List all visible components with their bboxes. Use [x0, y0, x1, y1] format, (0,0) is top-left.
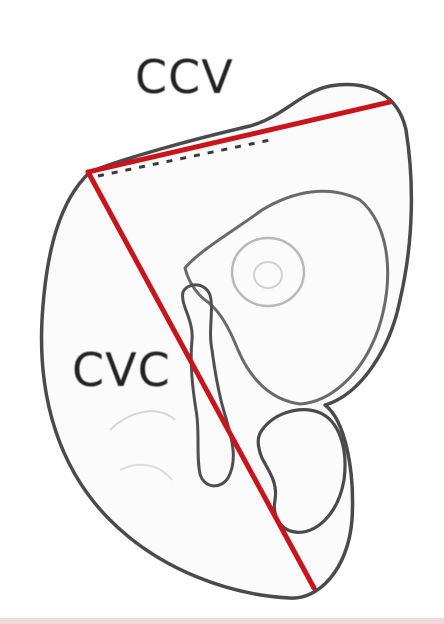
bottom-edge-strip: [0, 618, 444, 624]
ccv-label: CCV: [135, 54, 234, 100]
cvc-label: CVC: [72, 347, 171, 393]
embryo-outline: [42, 85, 412, 599]
